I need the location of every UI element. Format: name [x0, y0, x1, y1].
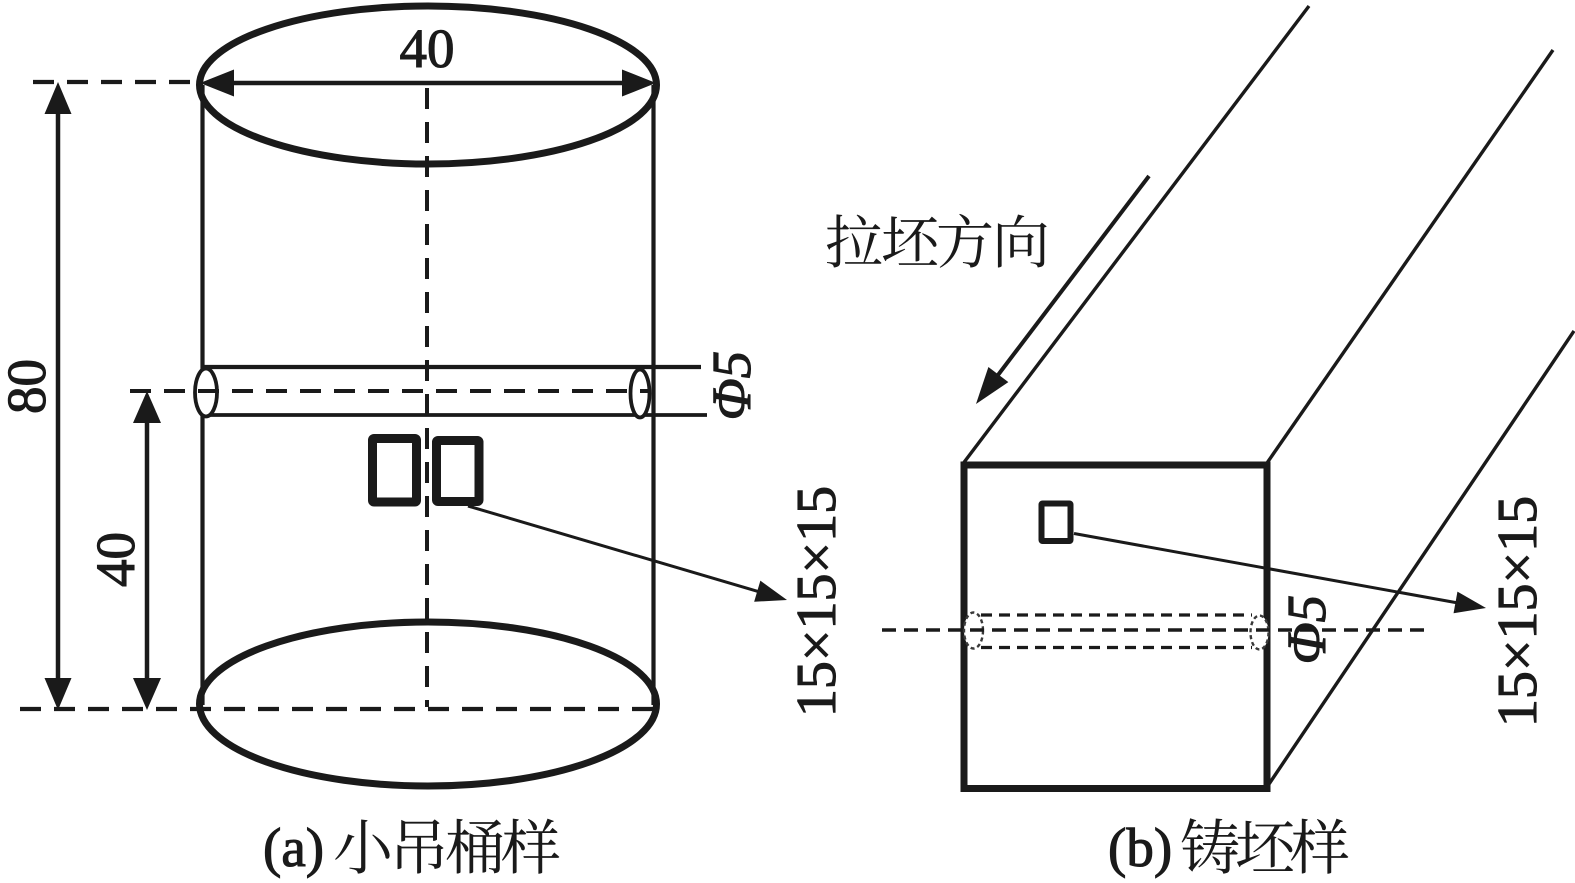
svg-text:(a): (a): [263, 817, 324, 878]
svg-text:40: 40: [85, 532, 146, 587]
svg-text:Φ5: Φ5: [701, 351, 762, 420]
svg-text:Φ5: Φ5: [1276, 595, 1337, 664]
svg-text:40: 40: [400, 18, 455, 79]
svg-text:15×15×15: 15×15×15: [1487, 496, 1549, 727]
svg-text:80: 80: [0, 359, 57, 414]
svg-text:15×15×15: 15×15×15: [786, 486, 848, 717]
svg-text:(b): (b): [1108, 817, 1172, 878]
